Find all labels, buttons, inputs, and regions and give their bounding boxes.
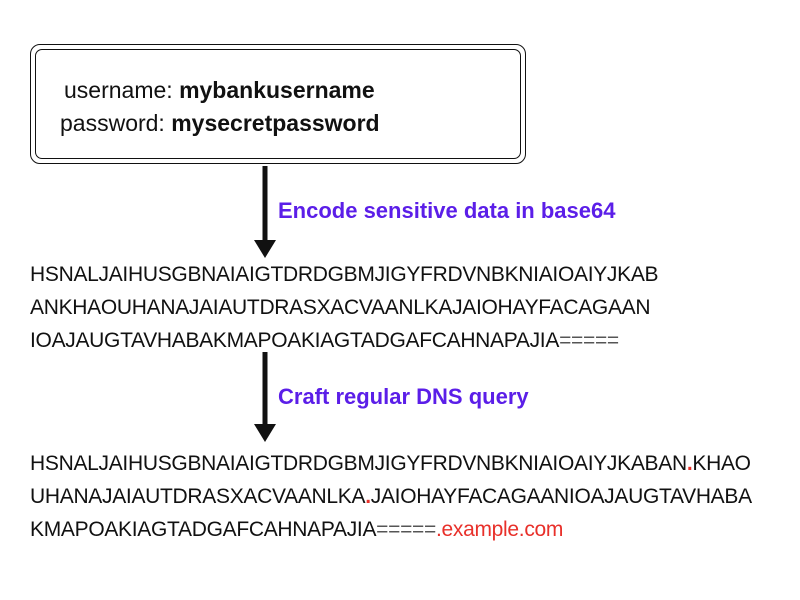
dns-line-1-a: HSNALJAIHUSGBNAIAIGTDRDGBMJIGYFRDVNBKNIA… — [30, 452, 687, 475]
username-value: mybankusername — [179, 77, 375, 103]
password-value: mysecretpassword — [171, 110, 380, 136]
dns-line-2-a: UHANAJAIAUTDRASXACVAANLKA — [30, 485, 366, 508]
arrow-down-icon — [253, 352, 277, 446]
encoded-padding: ===== — [559, 329, 619, 352]
credentials-box-inner-border: username: mybankusername password: mysec… — [35, 49, 521, 159]
dns-step-label: Craft regular DNS query — [278, 384, 529, 409]
dns-domain-suffix: .example.com — [435, 518, 564, 541]
password-key: password: — [60, 110, 165, 136]
encoded-line-3-text: IOAJAUGTAVHABAKMAPOAKIAGTADGAFCAHNAPAJIA — [30, 329, 560, 352]
dns-line-2-b: JAIOHAYFACAGAANIOAJAUGTAVHABA — [370, 485, 752, 508]
encoded-line-3: IOAJAUGTAVHABAKMAPOAKIAGTADGAFCAHNAPAJIA… — [30, 324, 658, 357]
username-key: username: — [64, 77, 173, 103]
dns-query-block: HSNALJAIHUSGBNAIAIGTDRDGBMJIGYFRDVNBKNIA… — [30, 447, 752, 546]
dns-padding: ===== — [376, 518, 436, 541]
dns-line-3-a: KMAPOAKIAGTADGAFCAHNAPAJIA — [30, 518, 377, 541]
dns-line-1: HSNALJAIHUSGBNAIAIGTDRDGBMJIGYFRDVNBKNIA… — [30, 447, 752, 480]
encoded-line-2: ANKHAOUHANAJAIAUTDRASXACVAANLKAJAIOHAYFA… — [30, 296, 651, 319]
dns-line-1-b: KHAO — [692, 452, 751, 475]
credentials-box: username: mybankusername password: mysec… — [30, 44, 526, 164]
encoded-data-block: HSNALJAIHUSGBNAIAIGTDRDGBMJIGYFRDVNBKNIA… — [30, 258, 659, 357]
dns-label-separator-1: . — [686, 452, 693, 475]
encode-step-label: Encode sensitive data in base64 — [278, 198, 616, 223]
username-line: username: mybankusername — [64, 77, 375, 104]
encoded-line-1: HSNALJAIHUSGBNAIAIGTDRDGBMJIGYFRDVNBKNIA… — [30, 263, 659, 286]
dns-label-separator-2: . — [365, 485, 371, 508]
dns-line-2: UHANAJAIAUTDRASXACVAANLKA.JAIOHAYFACAGAA… — [30, 480, 752, 513]
password-line: password: mysecretpassword — [60, 110, 380, 137]
dns-line-3: KMAPOAKIAGTADGAFCAHNAPAJIA=====.example.… — [30, 513, 752, 546]
arrow-down-icon — [253, 166, 277, 260]
